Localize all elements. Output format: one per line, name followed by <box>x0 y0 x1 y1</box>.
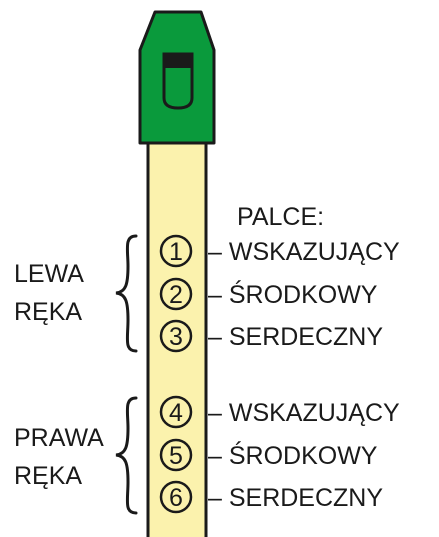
hole-6-circle <box>159 480 193 514</box>
hole-2: 2 – ŚRODKOWY <box>159 277 378 311</box>
hole-4-circle <box>159 395 193 429</box>
hole-2-circle <box>159 277 193 311</box>
fingers-title: PALCE: <box>237 203 324 231</box>
hole-3-number: 3 <box>169 323 183 351</box>
hole-2-number: 2 <box>169 281 183 309</box>
hole-4-finger: – WSKAZUJĄCY <box>208 399 400 427</box>
hole-5-finger: – ŚRODKOWY <box>208 440 378 470</box>
left-hand-label-line1: LEWA <box>14 260 84 288</box>
hole-6-finger: – SERDECZNY <box>208 484 383 512</box>
hole-3-finger: – SERDECZNY <box>208 323 383 351</box>
right-hand-label-line2: RĘKA <box>14 462 82 490</box>
hole-4: 4 – WSKAZUJĄCY <box>159 395 400 429</box>
hole-1-number: 1 <box>169 238 183 266</box>
hole-6-number: 6 <box>169 484 183 512</box>
hole-4-number: 4 <box>169 399 183 427</box>
hole-1-finger: – WSKAZUJĄCY <box>208 238 400 266</box>
whistle-body <box>146 140 208 537</box>
hole-5-number: 5 <box>169 442 183 470</box>
hole-1: 1 – WSKAZUJĄCY <box>159 234 400 268</box>
right-hand-brace-icon <box>115 396 138 515</box>
left-hand-label-line2: RĘKA <box>14 298 82 326</box>
hole-6: 6 – SERDECZNY <box>159 480 383 514</box>
hole-2-finger: – ŚRODKOWY <box>208 279 378 309</box>
hole-1-circle <box>159 234 193 268</box>
hole-5-circle <box>159 438 193 472</box>
hole-5: 5 – ŚRODKOWY <box>159 438 378 472</box>
left-hand-brace-icon <box>115 234 138 353</box>
hole-3: 3 – SERDECZNY <box>159 319 383 353</box>
right-hand-label-line1: PRAWA <box>14 424 104 452</box>
mouthpiece-slot <box>164 54 192 68</box>
hole-3-circle <box>159 319 193 353</box>
